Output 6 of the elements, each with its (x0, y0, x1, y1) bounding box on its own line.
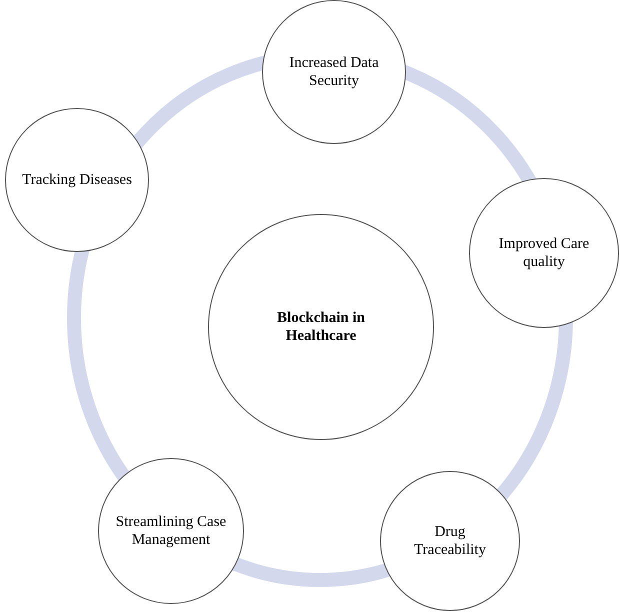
benefit-text: Tracking Diseases (22, 171, 132, 189)
benefit-text: Drug Traceability (413, 523, 487, 559)
benefit-text: Improved Care quality (498, 235, 590, 271)
benefit-text: Increased Data Security (288, 54, 380, 90)
benefit-text: Streamlining Case Management (115, 513, 227, 549)
hub-title: Blockchain in Healthcare (276, 309, 366, 345)
